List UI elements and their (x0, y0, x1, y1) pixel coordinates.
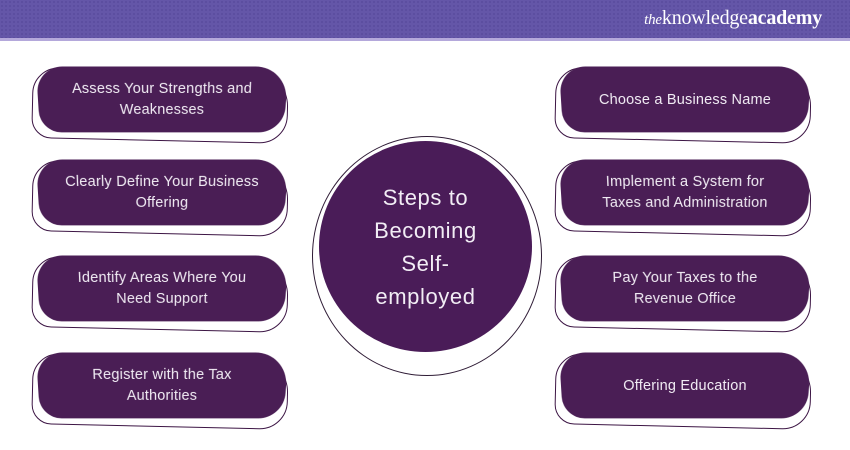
step-identify-support: Identify Areas Where You Need Support (31, 255, 289, 333)
step-box-label: Offering Education (558, 352, 812, 419)
step-box-label: Pay Your Taxes to the Revenue Office (558, 255, 812, 322)
title-line: employed (375, 283, 476, 309)
logo-academy: academy (747, 7, 822, 29)
header-accent-strip (0, 38, 850, 41)
step-box-label: Implement a System for Taxes and Adminis… (558, 159, 812, 226)
center-circle-title: Steps to Becoming Self- employed (319, 141, 532, 352)
step-box-label: Choose a Business Name (558, 66, 812, 133)
title-line: Self- (401, 250, 450, 276)
step-box-label: Identify Areas Where You Need Support (35, 255, 289, 322)
step-define-offering: Clearly Define Your Business Offering (31, 159, 289, 237)
title-line: Becoming (374, 217, 477, 243)
step-business-name: Choose a Business Name (554, 66, 812, 144)
step-box-label: Register with the Tax Authorities (35, 352, 289, 419)
step-assess-strengths: Assess Your Strengths and Weaknesses (31, 66, 289, 144)
logo-knowledge: knowledge (661, 7, 748, 29)
title-line: Steps to (382, 184, 469, 210)
logo-the: the (644, 12, 662, 28)
step-box-label: Clearly Define Your Business Offering (35, 159, 289, 226)
step-register-tax: Register with the Tax Authorities (31, 352, 289, 430)
step-offering-education: Offering Education (554, 352, 812, 430)
header-bar (0, 0, 850, 38)
step-taxes-admin-system: Implement a System for Taxes and Adminis… (554, 159, 812, 237)
step-pay-taxes: Pay Your Taxes to the Revenue Office (554, 255, 812, 333)
step-box-label: Assess Your Strengths and Weaknesses (35, 66, 289, 133)
knowledge-academy-logo: theknowledgeacademy (644, 7, 822, 30)
